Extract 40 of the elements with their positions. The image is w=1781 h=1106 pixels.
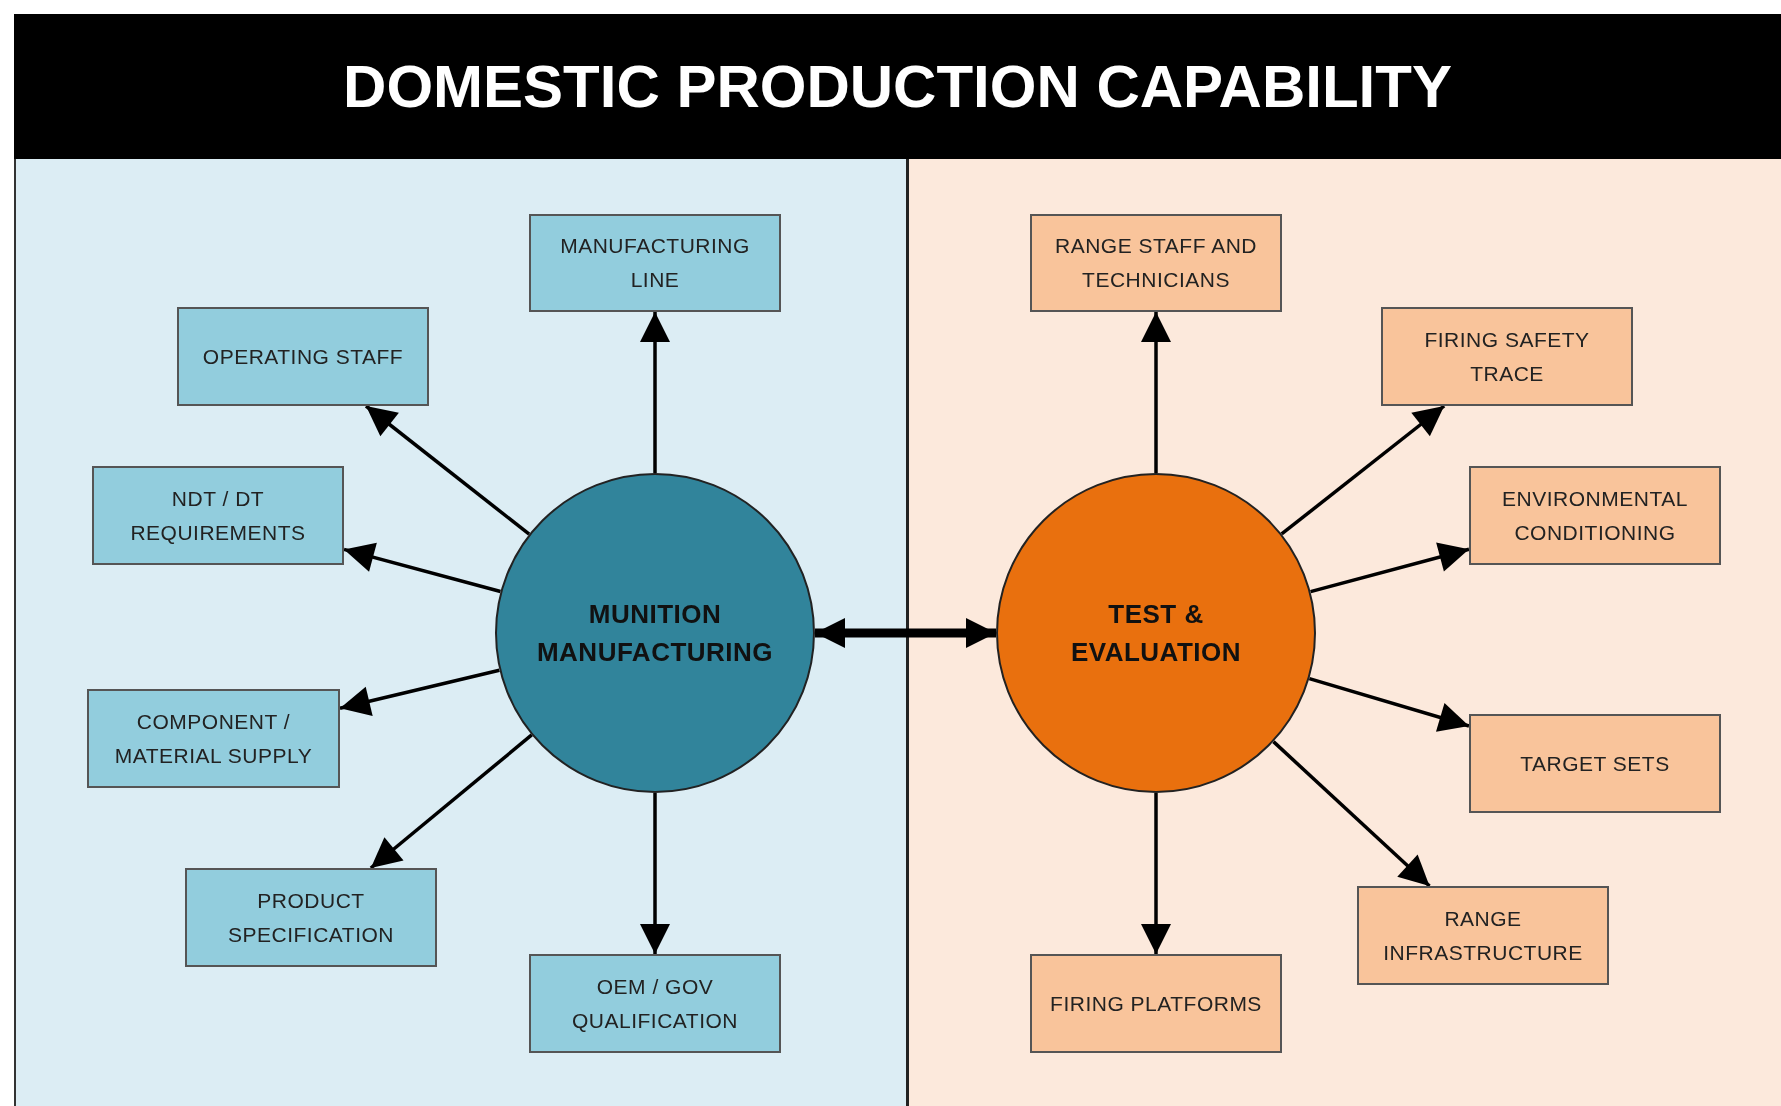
arrow <box>1272 740 1431 888</box>
arrow <box>343 542 501 594</box>
box-label: RANGE INFRASTRUCTURE <box>1382 905 1584 966</box>
category-box <box>1381 307 1633 406</box>
arrow <box>1141 793 1171 954</box>
category-box <box>1357 886 1609 985</box>
category-box <box>87 689 340 788</box>
arrow <box>364 404 531 536</box>
box-label: OPERATING STAFF <box>201 343 405 370</box>
arrow <box>640 793 670 954</box>
box-label: PRODUCT SPECIFICATION <box>227 887 395 948</box>
category-box <box>185 868 437 967</box>
box-label: OEM / GOV QUALIFICATION <box>571 973 739 1034</box>
arrow <box>1280 404 1446 536</box>
category-box <box>1030 214 1282 312</box>
title-banner: DOMESTIC PRODUCTION CAPABILITY <box>14 14 1781 159</box>
box-label: ENVIRONMENTAL CONDITIONING <box>1501 485 1689 546</box>
category-box <box>177 307 429 406</box>
double-arrow <box>815 618 996 648</box>
box-label: FIRING PLATFORMS <box>1049 990 1263 1017</box>
category-box <box>1030 954 1282 1053</box>
hub-label: TEST & EVALUATION <box>1069 598 1243 669</box>
arrow <box>640 312 670 473</box>
category-box <box>92 466 344 565</box>
box-label: FIRING SAFETY TRACE <box>1423 326 1591 387</box>
box-label: MANUFACTURING LINE <box>559 233 751 293</box>
arrow <box>1141 312 1171 473</box>
box-label: COMPONENT / MATERIAL SUPPLY <box>113 708 314 769</box>
arrow <box>1308 676 1470 732</box>
arrow <box>1310 542 1470 594</box>
category-box <box>1469 714 1721 813</box>
box-label: RANGE STAFF AND TECHNICIANS <box>1054 233 1258 293</box>
box-label: TARGET SETS <box>1519 750 1671 777</box>
arrow <box>369 733 533 870</box>
category-box <box>529 214 781 312</box>
category-box <box>1469 466 1721 565</box>
arrow <box>339 668 500 716</box>
category-box <box>529 954 781 1053</box>
hub-label: MUNITION MANUFACTURING <box>535 598 775 669</box>
box-label: NDT / DT REQUIREMENTS <box>129 485 307 546</box>
